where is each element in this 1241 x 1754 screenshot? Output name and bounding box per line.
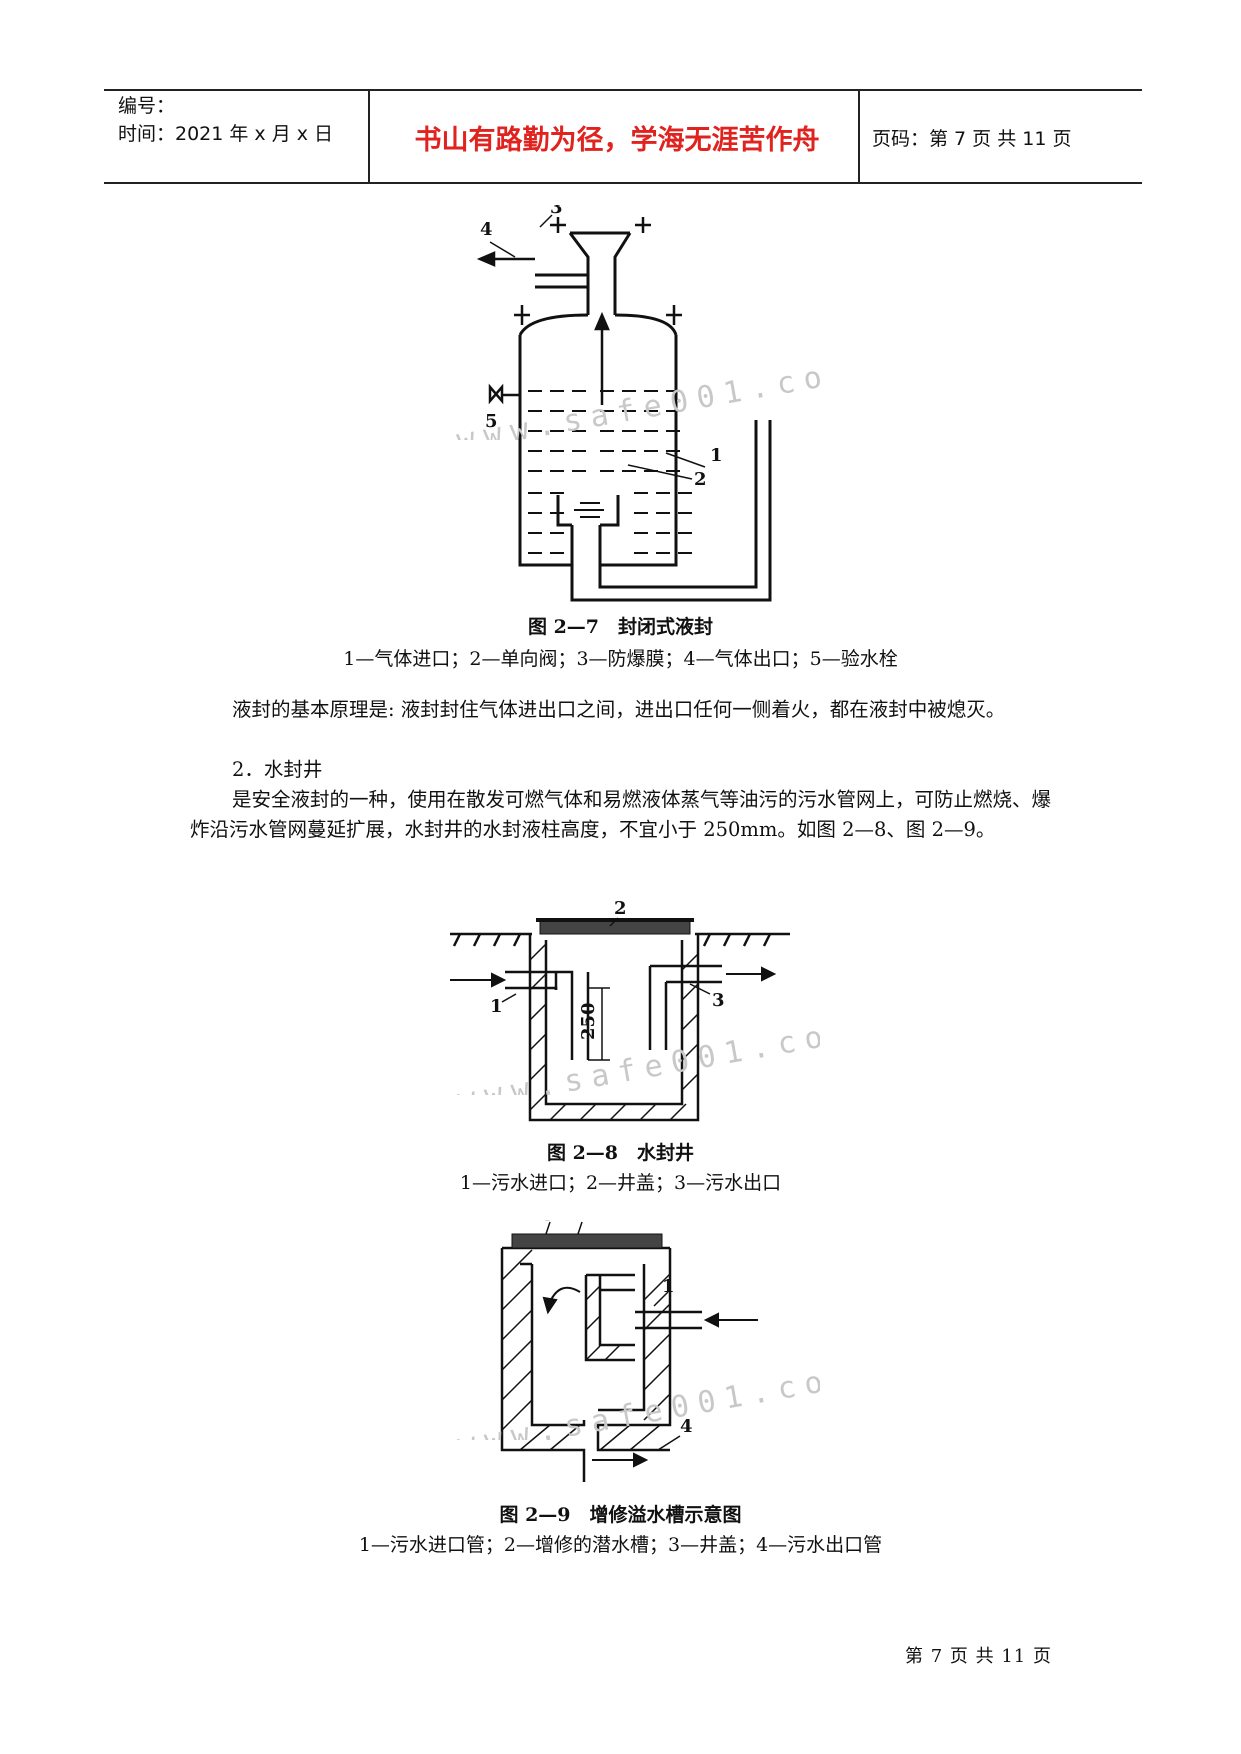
paragraph-water-seal-well: 是安全液封的一种，使用在散发可燃气体和易燃液体蒸气等油污的污水管网上，可防止燃烧… xyxy=(190,788,1052,841)
svg-text:www.safe001.com: www.safe001.com xyxy=(454,354,820,440)
header-divider-left xyxy=(368,90,370,183)
svg-text:www.safe001.com: www.safe001.com xyxy=(455,1014,820,1095)
fig3-label-2: 2 xyxy=(578,1220,591,1225)
figure1-legend: 1—气体进口；2—单向阀；3—防爆膜；4—气体出口；5—验水栓 xyxy=(343,648,898,670)
figure-closed-liquid-seal: 4 3 1 2 5 xyxy=(476,205,772,602)
figure2-legend: 1—污水进口；2—井盖；3—污水出口 xyxy=(459,1172,782,1194)
fig2-label-3: 3 xyxy=(712,990,725,1011)
svg-text:www.safe001.com: www.safe001.com xyxy=(455,1359,820,1440)
header-top-rule xyxy=(104,89,1142,91)
fig3-label-1: 1 xyxy=(662,1276,675,1297)
footer-page-number: 第 7 页 共 11 页 xyxy=(905,1646,1052,1667)
header-divider-right xyxy=(858,90,860,183)
watermark-1: www.safe001.com xyxy=(454,354,820,440)
header-bottom-rule xyxy=(104,182,1142,184)
figure3-caption: 图 2—9 增修溢水槽示意图 xyxy=(499,1504,742,1526)
header-page-label: 页码：第 7 页 共 11 页 xyxy=(872,128,1072,150)
figure3-legend: 1—污水进口管；2—增修的潜水槽；3—井盖；4—污水出口管 xyxy=(358,1534,883,1556)
fig3-label-4: 4 xyxy=(680,1416,693,1437)
well-cover xyxy=(539,919,691,935)
liquid-level xyxy=(528,390,692,554)
serial-label: 编号： xyxy=(118,95,176,117)
section-heading-water-seal-well: 2．水封井 xyxy=(232,758,323,781)
figure2-caption: 图 2—8 水封井 xyxy=(546,1142,695,1164)
fig2-label-1: 1 xyxy=(490,996,503,1017)
figure1-caption: 图 2—7 封闭式液封 xyxy=(527,616,714,638)
tank-cover xyxy=(511,1233,663,1249)
fig1-label-5: 5 xyxy=(485,411,498,432)
header-motto: 书山有路勤为径，学海无涯苦作舟 xyxy=(414,125,820,156)
fig1-label-1: 1 xyxy=(710,445,723,466)
fig1-label-2: 2 xyxy=(694,469,707,490)
fig1-label-4: 4 xyxy=(480,219,493,240)
paragraph-principle: 液封的基本原理是: 液封封住气体进出口之间，进出口任何一侧着火，都在液封中被熄灭… xyxy=(232,698,1006,721)
figure-water-seal-well: 250 1 2 3 xyxy=(450,898,790,1122)
test-cock-valve xyxy=(488,383,520,405)
header-meta: 编号： 时间：2021 年 x 月 x 日 xyxy=(118,92,333,148)
watermark-3: www.safe001.com xyxy=(455,1359,820,1440)
fig3-label-3: 3 xyxy=(542,1220,555,1225)
watermark-2: www.safe001.com xyxy=(455,1014,820,1095)
dimension-250: 250 xyxy=(578,1002,599,1040)
figure-overflow-tank: 3 2 1 4 xyxy=(500,1220,758,1482)
time-label: 时间：2021 年 x 月 x 日 xyxy=(118,123,334,145)
fig2-label-2: 2 xyxy=(614,898,627,919)
fig1-label-3: 3 xyxy=(550,205,563,218)
